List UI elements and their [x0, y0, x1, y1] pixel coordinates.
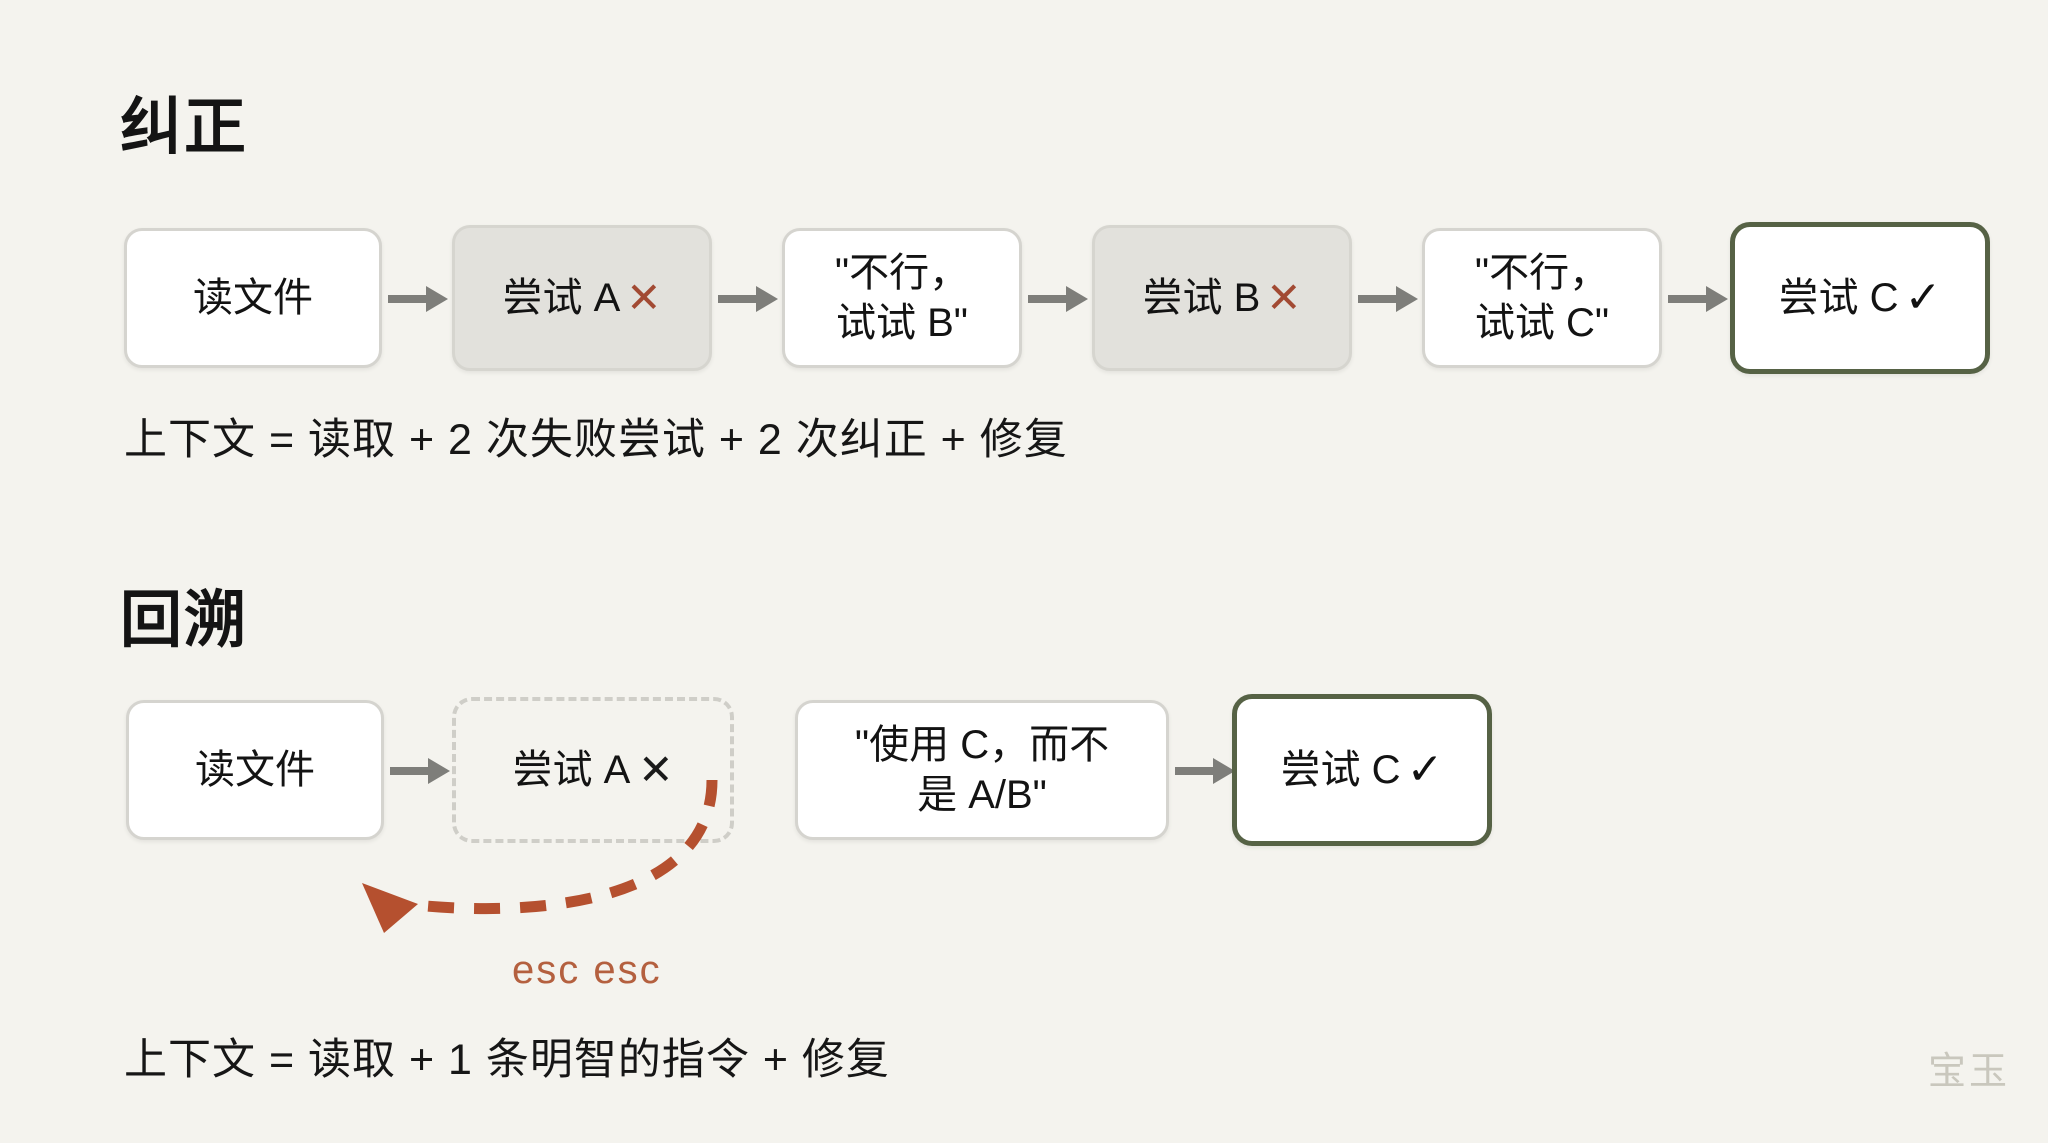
node-label: 尝试 C [1280, 747, 1401, 792]
node-label: 读文件 [193, 275, 313, 320]
node-label: 尝试 C [1778, 275, 1899, 320]
watermark: 宝玉 [1927, 1051, 2010, 1093]
fail-mark-icon: ✕ [1266, 273, 1302, 321]
fail-mark-icon: ✕ [626, 273, 662, 321]
node-try-a[interactable]: 尝试 A✕ [452, 225, 712, 371]
node-label: 读文件 [195, 747, 315, 792]
caption-correction: 上下文 = 读取 + 2 次失败尝试 + 2 次纠正 + 修复 [124, 416, 1068, 464]
section-heading-backtrack: 回溯 [120, 586, 249, 655]
arrow-right-5 [1668, 284, 1730, 312]
node-quote-use-c[interactable]: "使用 C，而不 是 A/B" [795, 700, 1169, 840]
node-label: 尝试 A [512, 747, 631, 792]
arrow-right-4 [1358, 284, 1420, 312]
arrow-right-2 [718, 284, 780, 312]
node-label: "不行， 试试 B" [834, 250, 970, 345]
node-read-file[interactable]: 读文件 [124, 228, 382, 368]
node-try-a-abandoned[interactable]: 尝试 A✕ [452, 697, 734, 843]
esc-key-label: esc esc [512, 948, 662, 992]
success-check-icon: ✓ [1406, 745, 1444, 795]
node-read-file-backtrack[interactable]: 读文件 [126, 700, 384, 840]
node-label: "使用 C，而不 是 A/B" [854, 722, 1110, 817]
success-check-icon: ✓ [1904, 273, 1942, 323]
node-label: 尝试 B [1142, 275, 1261, 320]
fail-mark-icon: ✕ [638, 745, 674, 793]
arrow-right-1 [388, 284, 450, 312]
node-try-b[interactable]: 尝试 B✕ [1092, 225, 1352, 371]
node-label: "不行， 试试 C" [1474, 250, 1610, 345]
node-label: 尝试 A [502, 275, 621, 320]
caption-backtrack: 上下文 = 读取 + 1 条明智的指令 + 修复 [124, 1036, 890, 1084]
arrow-right-3 [1028, 284, 1090, 312]
node-try-c-success[interactable]: 尝试 C✓ [1730, 222, 1990, 374]
node-quote-try-b[interactable]: "不行， 试试 B" [782, 228, 1022, 368]
node-quote-try-c[interactable]: "不行， 试试 C" [1422, 228, 1662, 368]
arrow-right-b1 [390, 756, 452, 784]
arrow-right-b2 [1175, 756, 1237, 784]
section-heading-correction: 纠正 [120, 93, 249, 162]
node-try-c-success-backtrack[interactable]: 尝试 C✓ [1232, 694, 1492, 846]
